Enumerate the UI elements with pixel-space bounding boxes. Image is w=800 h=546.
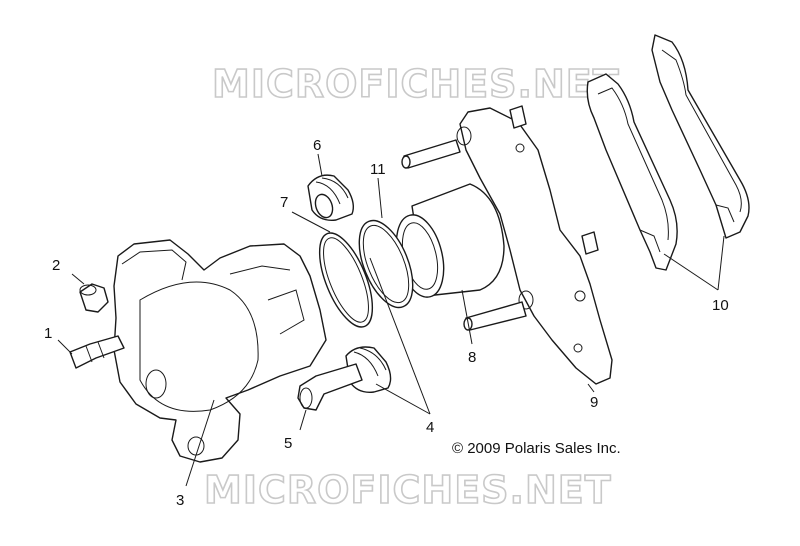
piston-seal-ring [358, 219, 414, 309]
slide-pin [297, 363, 363, 411]
caliper-piston [395, 183, 505, 298]
bleeder-cap [79, 283, 109, 313]
leader-4b [375, 383, 431, 415]
callout-7: 7 [280, 194, 288, 211]
bleeder-screw [69, 335, 125, 369]
watermark-top: MICROFICHES.NET [212, 62, 620, 106]
callout-4: 4 [426, 419, 434, 436]
leader-2 [71, 273, 85, 285]
leader-1 [57, 339, 73, 355]
leader-11 [377, 177, 383, 219]
callout-6: 6 [313, 137, 321, 154]
slide-pin-boot-upper [307, 174, 355, 221]
leader-8 [461, 289, 473, 345]
leader-7 [291, 211, 331, 233]
copyright-notice: © 2009 Polaris Sales Inc. [452, 440, 621, 457]
leader-4a [369, 257, 431, 415]
leader-9 [587, 383, 595, 393]
leader-10a [663, 253, 719, 291]
watermark-bottom: MICROFICHES.NET [204, 468, 612, 512]
brake-pad-outer [651, 34, 750, 239]
callout-8: 8 [468, 349, 476, 366]
dust-seal-ring [318, 232, 374, 328]
callout-3: 3 [176, 492, 184, 509]
callout-10: 10 [712, 297, 729, 314]
callout-11: 11 [370, 161, 386, 178]
leader-3 [185, 399, 215, 487]
caliper-housing [113, 239, 327, 463]
callout-2: 2 [52, 257, 60, 274]
caliper-bracket [401, 105, 613, 385]
brake-pad-inner [586, 73, 678, 271]
callout-9: 9 [590, 394, 598, 411]
callout-1: 1 [44, 325, 52, 342]
leader-5 [299, 409, 307, 431]
callout-5: 5 [284, 435, 292, 452]
leader-10b [717, 235, 725, 291]
leader-6 [317, 153, 323, 177]
